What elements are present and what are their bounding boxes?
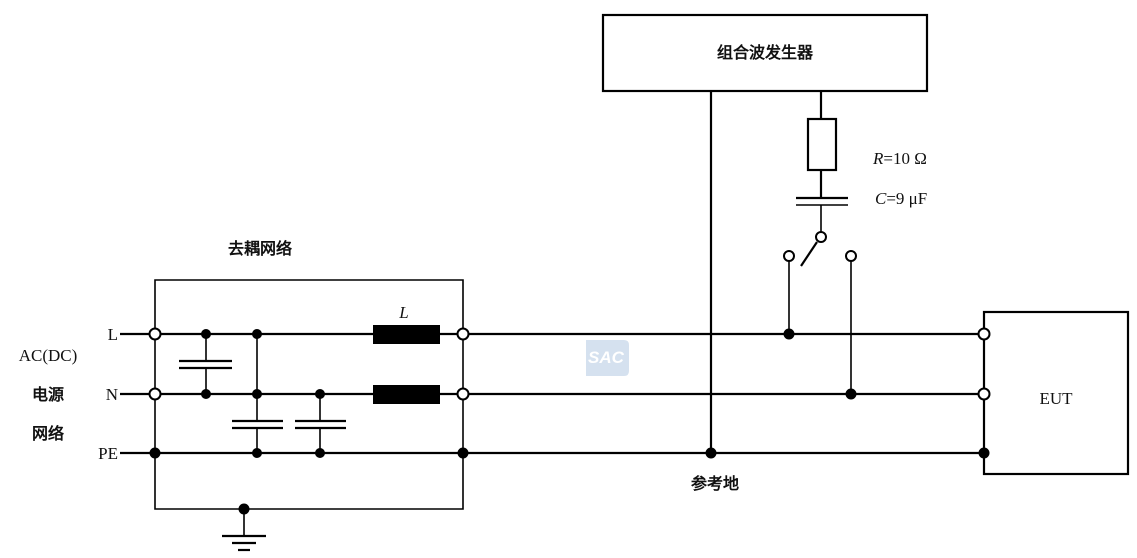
- junction-node: [201, 329, 211, 339]
- line-label-PE: PE: [98, 444, 118, 463]
- generator-label: 组合波发生器: [717, 43, 814, 62]
- eut-box: [982, 310, 1130, 476]
- terminal-out-N: [456, 387, 470, 401]
- resistor-label: R=10 Ω: [872, 149, 927, 168]
- switch-blade: [800, 241, 818, 267]
- generator-box: [601, 13, 929, 93]
- terminal-in-PE: [149, 447, 161, 459]
- terminal-in-N: [148, 387, 162, 401]
- coupling-resistor: [806, 117, 838, 172]
- watermark-text: SAC: [588, 348, 625, 367]
- junction-node: [252, 448, 262, 458]
- terminal-out-PE: [457, 447, 469, 459]
- junction-node: [315, 448, 325, 458]
- terminal-out-L: [456, 327, 470, 341]
- eut-terminal-N: [977, 387, 991, 401]
- junction-node: [315, 389, 325, 399]
- decoupling-network-label: 去耦网络: [228, 239, 292, 258]
- source-label-line2: 电源: [32, 385, 64, 404]
- switch-pivot: [815, 231, 827, 243]
- junction-node: [252, 329, 262, 339]
- eut-label: EUT: [1039, 389, 1073, 408]
- coupling-junction-N: [845, 388, 857, 400]
- terminal-in-L: [148, 327, 162, 341]
- eut-terminal-L: [977, 327, 991, 341]
- decoupling-enclosure-top: [154, 279, 464, 334]
- decoupling-enclosure-bottom: [154, 453, 464, 510]
- switch-contact-N: [845, 250, 857, 262]
- inductor-N: [373, 385, 440, 404]
- sac-watermark: SAC: [586, 340, 629, 376]
- junction-node: [201, 389, 211, 399]
- junction-node: [252, 389, 262, 399]
- eut-terminal-PE: [978, 447, 990, 459]
- reference-ground-junction: [705, 447, 717, 459]
- source-label-line1: AC(DC): [19, 346, 78, 365]
- reference-ground-label: 参考地: [691, 474, 739, 493]
- line-label-N: N: [106, 385, 118, 404]
- inductor-L: [373, 325, 440, 344]
- watermark-shape: [586, 340, 629, 376]
- coupling-junction-L: [783, 328, 795, 340]
- line-label-L: L: [108, 325, 118, 344]
- switch-contact-L: [783, 250, 795, 262]
- capacitor-label: C=9 μF: [875, 189, 927, 208]
- source-label-line3: 网络: [32, 424, 64, 443]
- inductor-label: L: [398, 303, 408, 322]
